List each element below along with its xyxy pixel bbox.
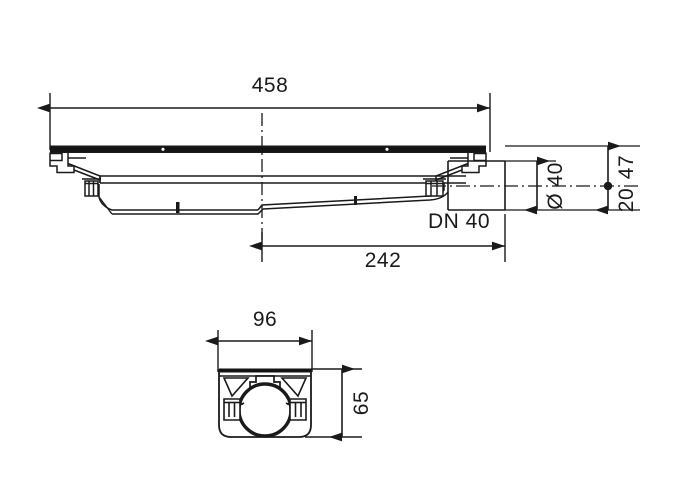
section-clamp-right	[287, 398, 307, 421]
callout-dn40: DN 40	[428, 210, 490, 233]
grate-screw-right	[384, 146, 390, 152]
section-body-outline	[218, 369, 312, 438]
side-elevation-view: 458	[37, 74, 640, 272]
extension-lines-overall	[49, 93, 491, 152]
section-clamp-left	[223, 398, 243, 421]
section-side-webs	[222, 377, 308, 398]
dimension-label-section-height: 65	[350, 391, 373, 415]
cross-section-view: 96	[205, 308, 373, 442]
right-leg-clamp	[423, 178, 446, 197]
dimension-label-outlet-diameter: Ø 40	[544, 162, 567, 210]
dimension-label-overall-length: 458	[252, 74, 289, 97]
pan-rib-right	[354, 196, 357, 205]
dimension-outlet-offset: 242	[249, 214, 506, 272]
dimension-outlet-diameter: Ø 40	[505, 156, 567, 215]
dimension-heights-group: 47 20	[505, 141, 640, 215]
dimension-label-section-width: 96	[253, 308, 277, 331]
channel-body-outline	[99, 175, 466, 184]
left-leg-clamp	[82, 178, 101, 197]
pan-rib-left	[176, 202, 180, 213]
dimension-section-width: 96	[205, 308, 312, 346]
dimension-node-dot	[603, 181, 613, 191]
grate-screw-left	[160, 146, 166, 152]
dimension-label-outlet-offset: 242	[365, 249, 402, 272]
section-outlet-pipe	[237, 382, 293, 438]
dimension-label-body-height: 47	[615, 155, 638, 179]
dimension-section-height: 65	[329, 364, 373, 442]
section-pipe-links	[239, 402, 291, 406]
dimension-label-outlet-centre-height: 20	[615, 188, 638, 212]
dimension-overall-length: 458	[37, 74, 490, 113]
grate-top-plate	[50, 145, 486, 153]
